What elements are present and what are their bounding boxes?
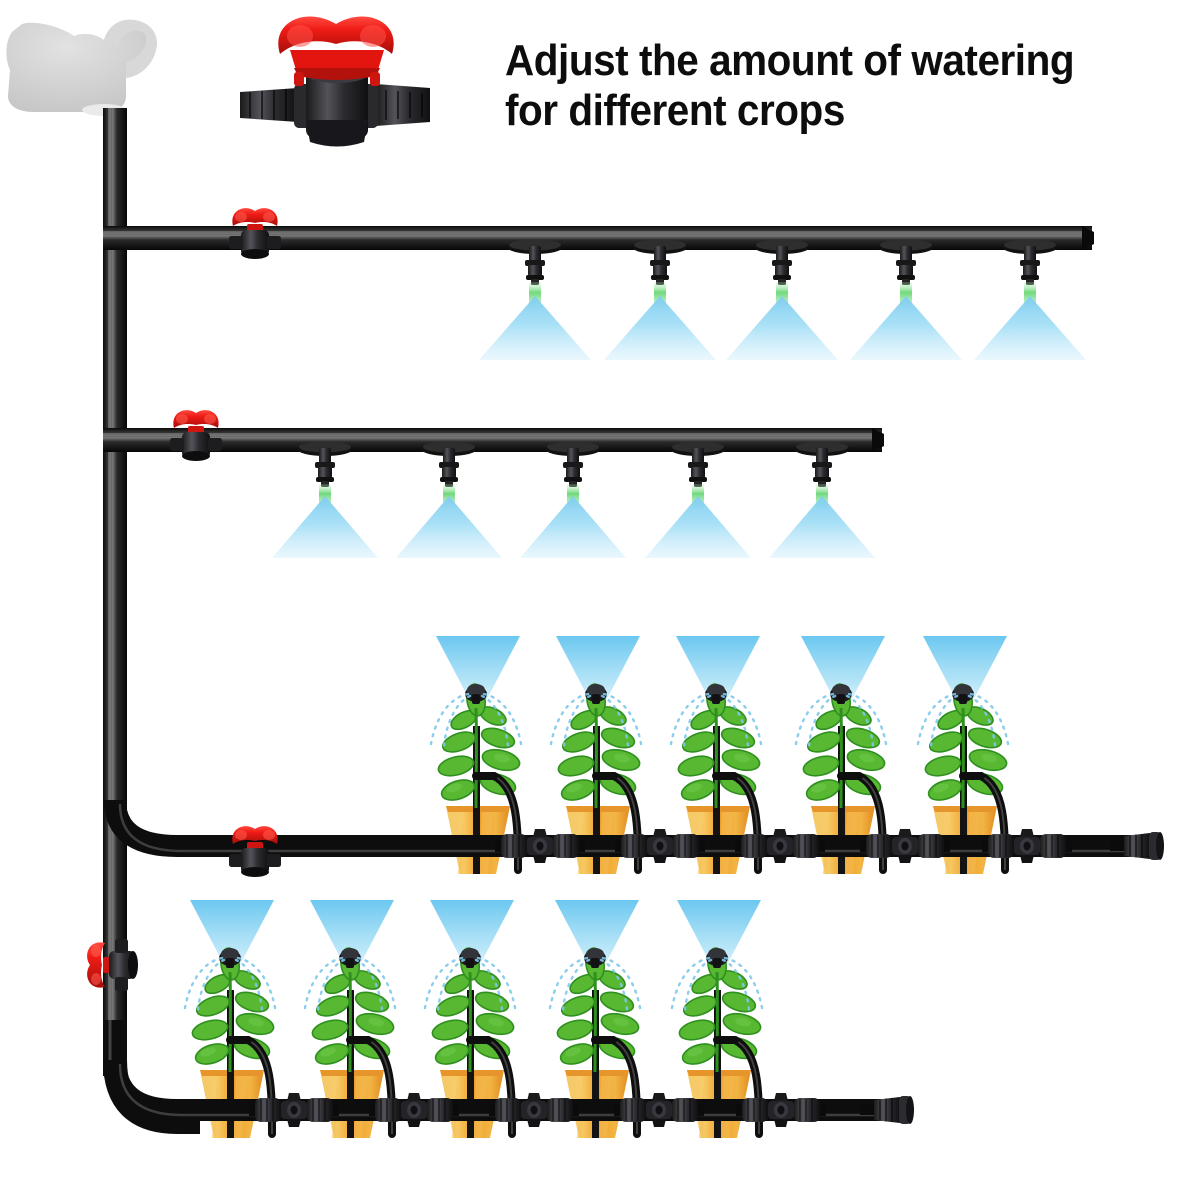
barbed-tee-connector (495, 828, 585, 864)
row-2-branch (103, 410, 884, 558)
misting-nozzle (396, 442, 502, 558)
page-title-line-2: for different crops (505, 86, 845, 135)
barbed-tee-connector (860, 828, 950, 864)
barbed-tee-connector (736, 1092, 826, 1128)
row-4-branch (104, 900, 915, 1138)
water-spray-cone (555, 900, 639, 980)
misting-nozzle (769, 442, 875, 558)
water-spray-cone (190, 900, 274, 980)
barbed-tee-connector (369, 1092, 459, 1128)
water-spray-cone (769, 496, 875, 558)
water-spray-cone (520, 496, 626, 558)
barbed-tee-connector (615, 828, 705, 864)
barbed-tee-connector (489, 1092, 579, 1128)
page-title-line-1: Adjust the amount of watering (505, 36, 1075, 85)
water-spray-cone (645, 496, 751, 558)
water-spray-cone (677, 900, 761, 980)
row-3-spray-cones (436, 636, 1007, 716)
water-spray-cone (272, 496, 378, 558)
row-2-nozzles (272, 442, 875, 558)
row-4-drip-manifold (104, 1059, 900, 1121)
barbed-tee-connector (249, 1092, 339, 1128)
row-3-branch (104, 636, 1165, 877)
water-spray-cone (676, 636, 760, 716)
water-spray-cone (556, 636, 640, 716)
water-spray-cone (923, 636, 1007, 716)
misting-nozzle (479, 240, 591, 360)
water-spray-cone (396, 496, 502, 558)
misting-nozzle (974, 240, 1086, 360)
barbed-tee-connector (614, 1092, 704, 1128)
water-spray-cone (850, 296, 962, 360)
row-3-drip-manifold (104, 799, 1150, 857)
misting-nozzle (272, 442, 378, 558)
water-spray-cone (310, 900, 394, 980)
barb-right (360, 84, 430, 128)
misting-nozzle (520, 442, 626, 558)
row-1-branch (103, 208, 1094, 360)
row-4-spray-cones (190, 900, 761, 980)
water-spray-cone (974, 296, 1086, 360)
valve-handle-red[interactable] (278, 16, 394, 54)
water-spray-cone (436, 636, 520, 716)
water-spray-cone (430, 900, 514, 980)
barbed-tee-connector (735, 828, 825, 864)
misting-nozzle (645, 442, 751, 558)
row-2-branch-line (103, 428, 882, 452)
water-spray-cone (479, 296, 591, 360)
row-1-nozzles (479, 240, 1086, 360)
main-supply-line (103, 108, 200, 1134)
water-spray-cone (801, 636, 885, 716)
barbed-tee-connector (982, 828, 1072, 864)
misting-nozzle (850, 240, 962, 360)
water-spray-cone (726, 296, 838, 360)
water-spray-cone (604, 296, 716, 360)
misting-nozzle (726, 240, 838, 360)
barbed-shutoff-valve-hero (240, 16, 430, 147)
misting-nozzle (604, 240, 716, 360)
